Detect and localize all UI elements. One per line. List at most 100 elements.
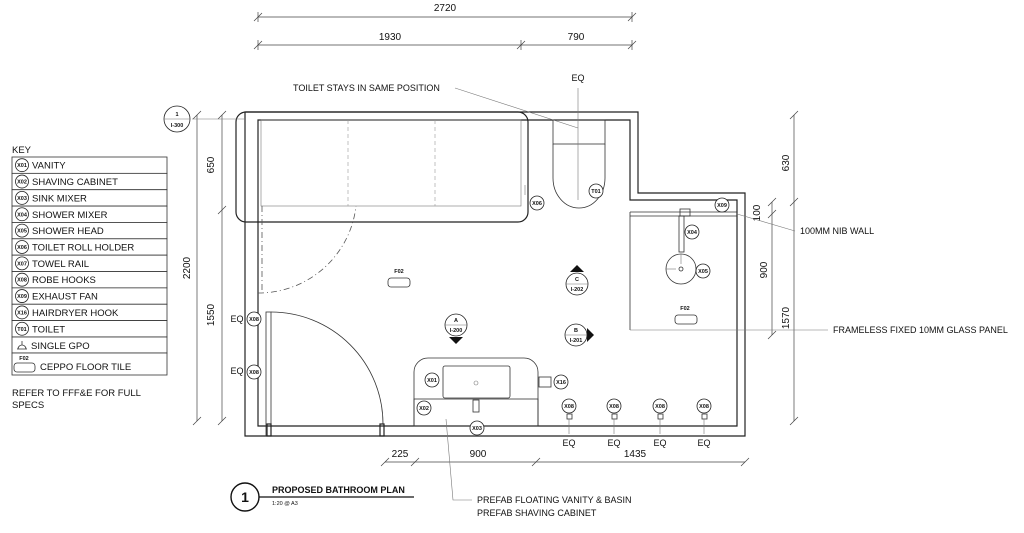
key-code: X07 — [17, 261, 27, 267]
tile-code-shower: F02 — [680, 306, 689, 312]
section-callout-number: 1 — [175, 112, 178, 118]
key-label: TOILET ROLL HOLDER — [32, 242, 134, 253]
key-label: EXHAUST FAN — [32, 292, 98, 303]
tag-x08-1: X08 — [564, 404, 574, 410]
dim-bottom-mid: 900 — [470, 449, 487, 460]
key-label: ROBE HOOKS — [32, 275, 96, 286]
toilet: EQ — [552, 73, 606, 209]
section-callout-sheet: I-300 — [171, 123, 184, 129]
floor-tile-markers: F02 F02 — [387, 269, 698, 325]
elev-a-sheet: I-200 — [450, 328, 463, 334]
tag-x08-door-upper: X08 — [249, 317, 259, 323]
title-block: 1 PROPOSED BATHROOM PLAN 1:20 @ A3 — [230, 482, 414, 512]
key-code: X16 — [17, 310, 27, 316]
key-tile-label: CEPPO FLOOR TILE — [40, 362, 131, 373]
tag-x01: X01 — [427, 378, 437, 384]
dim-left-total: 2200 — [182, 256, 193, 279]
key-row-x01: X01 VANITY — [11, 156, 168, 174]
title-number: 1 — [241, 489, 249, 505]
tag-x09: X09 — [717, 203, 727, 209]
bath-unit — [235, 111, 529, 294]
tag-x08-2: X08 — [609, 404, 619, 410]
eq-labels: EQ EQ EQ EQ EQ EQ — [230, 314, 710, 448]
key-gpo-label: SINGLE GPO — [31, 341, 90, 352]
key-row-x03: X03 SINK MIXER — [11, 189, 168, 207]
vanity-note-line-1: PREFAB FLOATING VANITY & BASIN — [477, 495, 632, 505]
shower — [665, 208, 697, 285]
eq-label-bottom-3: EQ — [653, 438, 666, 448]
robe-hook-markers — [253, 316, 708, 420]
key-label: VANITY — [32, 161, 66, 172]
eq-label-bottom-1: EQ — [562, 438, 575, 448]
key-label: SHOWER MIXER — [32, 210, 108, 221]
door — [265, 311, 385, 437]
key-row-t01: T01 TOILET — [11, 320, 168, 338]
key-label: HAIRDRYER HOOK — [32, 308, 119, 319]
drawing-scale: 1:20 @ A3 — [272, 501, 298, 507]
left-dimensions: 2200 650 1550 — [182, 110, 227, 426]
right-dimensions: 630 1570 100 900 — [752, 110, 799, 426]
top-dimensions: 2720 1930 790 — [253, 3, 637, 50]
elev-a-pointer — [449, 337, 463, 344]
dim-left-upper: 650 — [206, 156, 217, 173]
key-code: X02 — [17, 180, 27, 186]
key-code: X04 — [17, 212, 28, 218]
dim-top-total: 2720 — [434, 3, 457, 14]
dim-right-middle: 900 — [759, 261, 770, 278]
key-code: X03 — [17, 196, 27, 202]
key-code: X01 — [17, 163, 27, 169]
walls — [244, 111, 746, 437]
fixture-tags: T01 X06 X09 X04 X05 X01 X02 X03 X16 X08 … — [246, 183, 730, 436]
key-tile-code: F02 — [19, 356, 28, 362]
vanity — [413, 357, 552, 427]
key-legend: KEY X01 VANITY X02 SHAVING CABINET X03 SINK M… — [11, 145, 168, 411]
glass-panel-note: FRAMELESS FIXED 10MM GLASS PANEL — [833, 325, 1008, 335]
key-row-x04: X04 SHOWER MIXER — [11, 205, 168, 223]
elev-b-pointer — [587, 328, 594, 342]
toilet-note: TOILET STAYS IN SAME POSITION — [293, 83, 440, 93]
key-row-x06: X06 TOILET ROLL HOLDER — [11, 238, 168, 256]
dim-right-lower: 1570 — [781, 306, 792, 329]
elevation-callouts: 1 I-300 A I-200 B I-201 C I-202 — [163, 105, 594, 347]
tag-x03: X03 — [472, 426, 482, 432]
elev-b-letter: B — [574, 328, 578, 334]
tag-x16: X16 — [556, 380, 566, 386]
tag-t01: T01 — [591, 189, 600, 195]
key-note-line-1: REFER TO FFF&E FOR FULL — [12, 388, 141, 399]
elev-a-letter: A — [454, 318, 458, 324]
key-label: TOILET — [32, 324, 65, 335]
key-code: X09 — [17, 294, 27, 300]
key-code: T01 — [17, 327, 26, 333]
elev-c-pointer — [570, 265, 584, 272]
key-label: SINK MIXER — [32, 193, 87, 204]
key-rows: X01 VANITY X02 SHAVING CABINET X03 SINK MIXER… — [11, 156, 168, 338]
key-note-line-2: SPECS — [12, 400, 44, 411]
eq-label-bottom-4: EQ — [697, 438, 710, 448]
key-code: X06 — [17, 245, 27, 251]
tag-x08-4: X08 — [699, 404, 709, 410]
eq-label-toilet: EQ — [571, 73, 584, 83]
key-code: X08 — [17, 278, 27, 284]
elev-b-sheet: I-201 — [570, 338, 583, 344]
key-row-x08: X08 ROBE HOOKS — [11, 271, 168, 289]
tag-x05: X05 — [698, 269, 708, 275]
dim-right-upper: 630 — [781, 154, 792, 171]
dim-top-left: 1930 — [379, 32, 402, 43]
leader-notes: TOILET STAYS IN SAME POSITION 100MM NIB … — [293, 83, 1008, 518]
key-row-x02: X02 SHAVING CABINET — [11, 172, 168, 191]
tag-x06: X06 — [532, 201, 542, 207]
key-row-x09: X09 EXHAUST FAN — [11, 287, 168, 305]
key-code: X05 — [17, 229, 27, 235]
key-heading: KEY — [12, 145, 32, 156]
key-row-x16: X16 HAIRDRYER HOOK — [11, 303, 168, 321]
tag-x04: X04 — [687, 230, 698, 236]
nib-wall-note: 100MM NIB WALL — [800, 226, 874, 236]
drawing-title: PROPOSED BATHROOM PLAN — [272, 485, 405, 495]
eq-label-left-1: EQ — [230, 314, 243, 324]
key-label: SHAVING CABINET — [32, 177, 118, 188]
eq-label-left-2: EQ — [230, 366, 243, 376]
dim-right-nib: 100 — [752, 204, 763, 221]
tag-x08-door-lower: X08 — [249, 370, 259, 376]
